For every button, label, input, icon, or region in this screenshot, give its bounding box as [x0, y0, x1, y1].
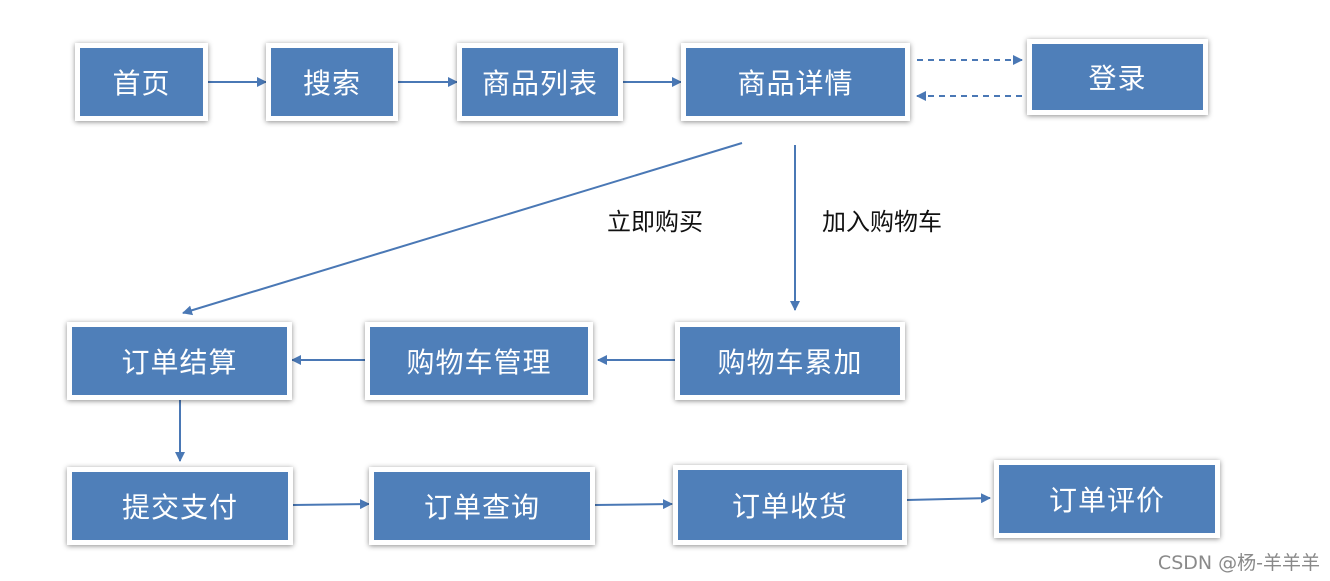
node-order-query: 订单查询 — [369, 467, 595, 545]
node-cart-manage: 购物车管理 — [365, 322, 593, 400]
arrow-buy-now — [182, 142, 743, 316]
watermark: CSDN @杨-羊羊羊 — [1157, 552, 1320, 574]
node-search: 搜索 — [266, 43, 398, 121]
node-checkout: 订单结算 — [67, 322, 292, 400]
node-submit-pay: 提交支付 — [67, 467, 293, 545]
label-buy-now: 立即购买 — [607, 208, 703, 236]
label-add-to-cart: 加入购物车 — [822, 208, 942, 236]
arrow-receive-to-review — [906, 493, 991, 504]
node-login: 登录 — [1027, 39, 1208, 115]
node-cart-add: 购物车累加 — [675, 322, 905, 400]
arrow-query-to-receive — [594, 499, 673, 510]
node-product-list: 商品列表 — [457, 43, 623, 121]
node-product-detail: 商品详情 — [681, 43, 910, 121]
node-order-receive: 订单收货 — [673, 465, 907, 545]
arrow-pay-to-query — [292, 499, 370, 510]
node-home: 首页 — [75, 43, 208, 121]
node-order-review: 订单评价 — [994, 460, 1220, 538]
